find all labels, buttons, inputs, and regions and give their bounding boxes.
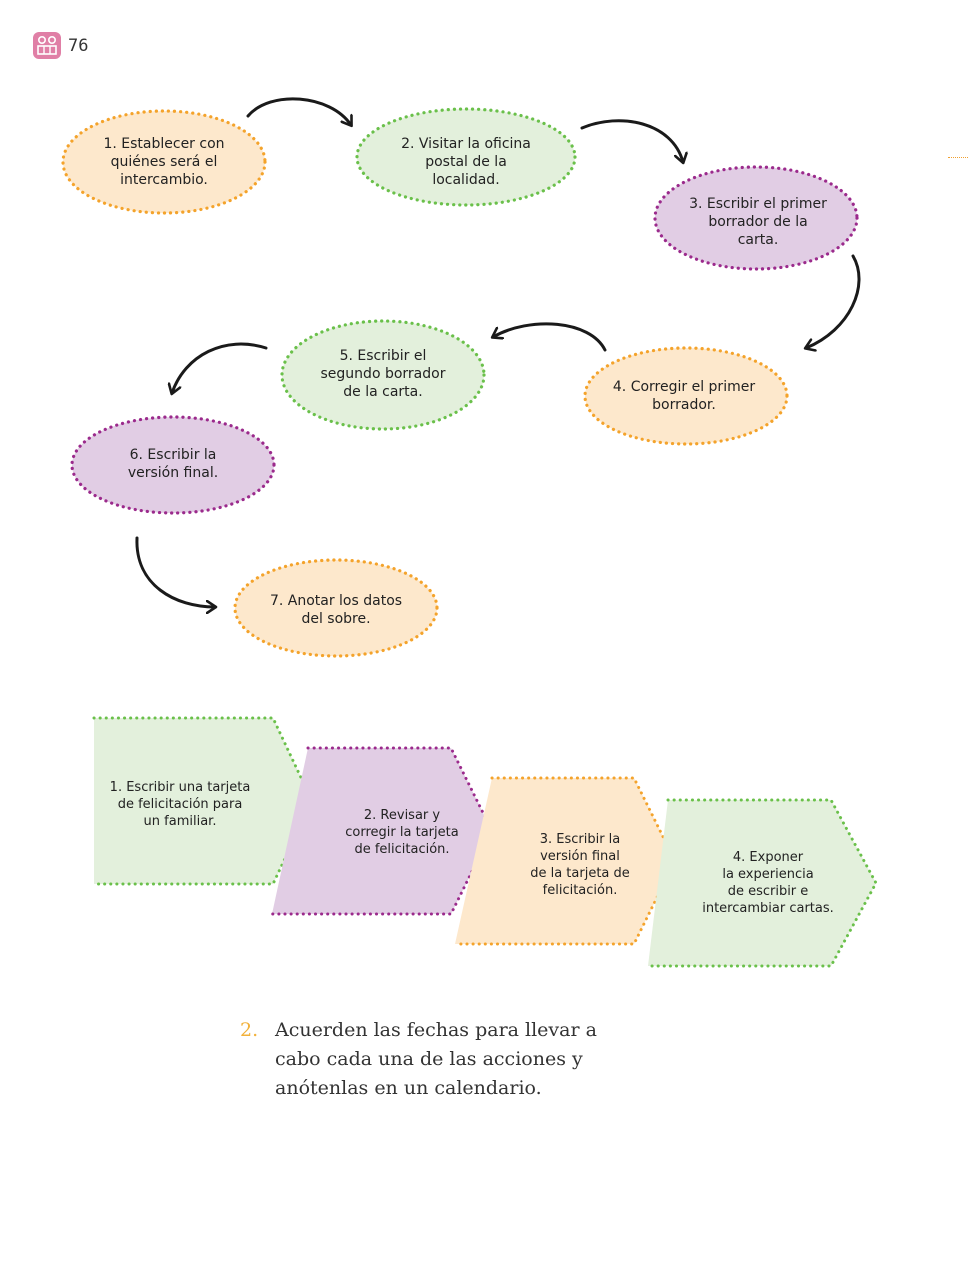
flow-node-2 (355, 107, 577, 207)
activity-number: 2. (240, 1019, 259, 1041)
arrow-2-to-3 (580, 119, 683, 162)
arrow-5-to-6 (172, 342, 268, 393)
flow-node-4-label: 4. Corregir el primer borrador. (612, 379, 756, 413)
flow-node-1 (61, 109, 267, 215)
step-shape-2 (272, 748, 492, 914)
edge-mark (948, 157, 969, 158)
step-4-label: 4. Exponer la experiencia de escribir e … (702, 850, 834, 916)
arrow-4-to-5 (493, 322, 607, 352)
arrow-3-to-4 (806, 254, 861, 348)
step-1-label: 1. Escribir una tarjeta de felicitación … (109, 780, 251, 829)
flow-node-6 (70, 415, 276, 515)
flow-node-4 (583, 346, 789, 446)
arrow-6-to-7 (135, 536, 215, 607)
arrow-1-to-2 (246, 97, 351, 125)
activity-text: Acuerden las fechas para llevar a cabo c… (275, 1019, 597, 1099)
step-2-label: 2. Revisar y corregir la tarjeta de feli… (345, 808, 459, 857)
page-number: 76 (68, 36, 89, 56)
flow-node-3-label: 3. Escribir el primer borrador de la car… (689, 196, 827, 248)
flow-node-2-label: 2. Visitar la oficina postal de la local… (401, 136, 531, 188)
step-3-label: 3. Escribir la versión final de la tarje… (530, 832, 630, 898)
flow-node-7 (233, 558, 439, 658)
flow-node-1-label: 1. Establecer con quiénes será el interc… (103, 136, 225, 188)
flow-node-5-label: 5. Escribir el segundo borrador de la ca… (320, 348, 446, 400)
flow-node-5 (280, 319, 486, 431)
flow-node-3 (653, 165, 859, 271)
step-shape-3 (455, 778, 675, 944)
book-logo-icon (33, 32, 61, 59)
step-shape-1 (94, 718, 312, 884)
step-shape-4 (648, 800, 876, 966)
flow-node-6-label: 6. Escribir la versión final. (127, 447, 219, 481)
flow-node-7-label: 7. Anotar los datos del sobre. (269, 593, 403, 627)
